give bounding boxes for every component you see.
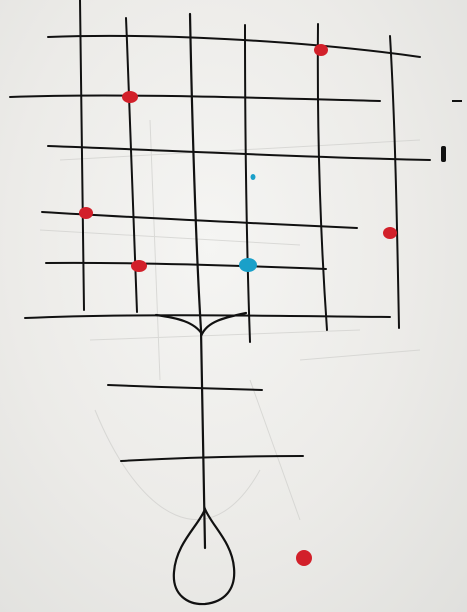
blue-dot-small [251,174,256,180]
grid-line-h2 [10,96,380,101]
edge-ink-marks [441,100,462,162]
central-trunk [156,14,246,548]
red-dot [383,227,397,239]
grid-line-h1 [48,36,420,57]
red-dot [79,207,93,219]
grid-line-v3 [245,25,250,342]
trunk-line [190,14,205,548]
red-dot [314,44,328,56]
grid-line-v4 [318,24,327,330]
red-dot [131,260,147,272]
grid-line-v5 [390,36,399,328]
faint-background-marks [40,120,420,520]
grid-line-h7 [108,385,262,390]
grid-line-h8 [121,456,303,461]
red-dot [122,91,138,103]
blue-dot [239,258,257,272]
red-dots [79,44,397,566]
grid-horizontal-lines [10,36,430,461]
grid-line-h6 [25,315,390,318]
grid-line-h5 [46,263,326,269]
red-dot [296,550,312,566]
grid-vertical-lines [80,0,399,342]
